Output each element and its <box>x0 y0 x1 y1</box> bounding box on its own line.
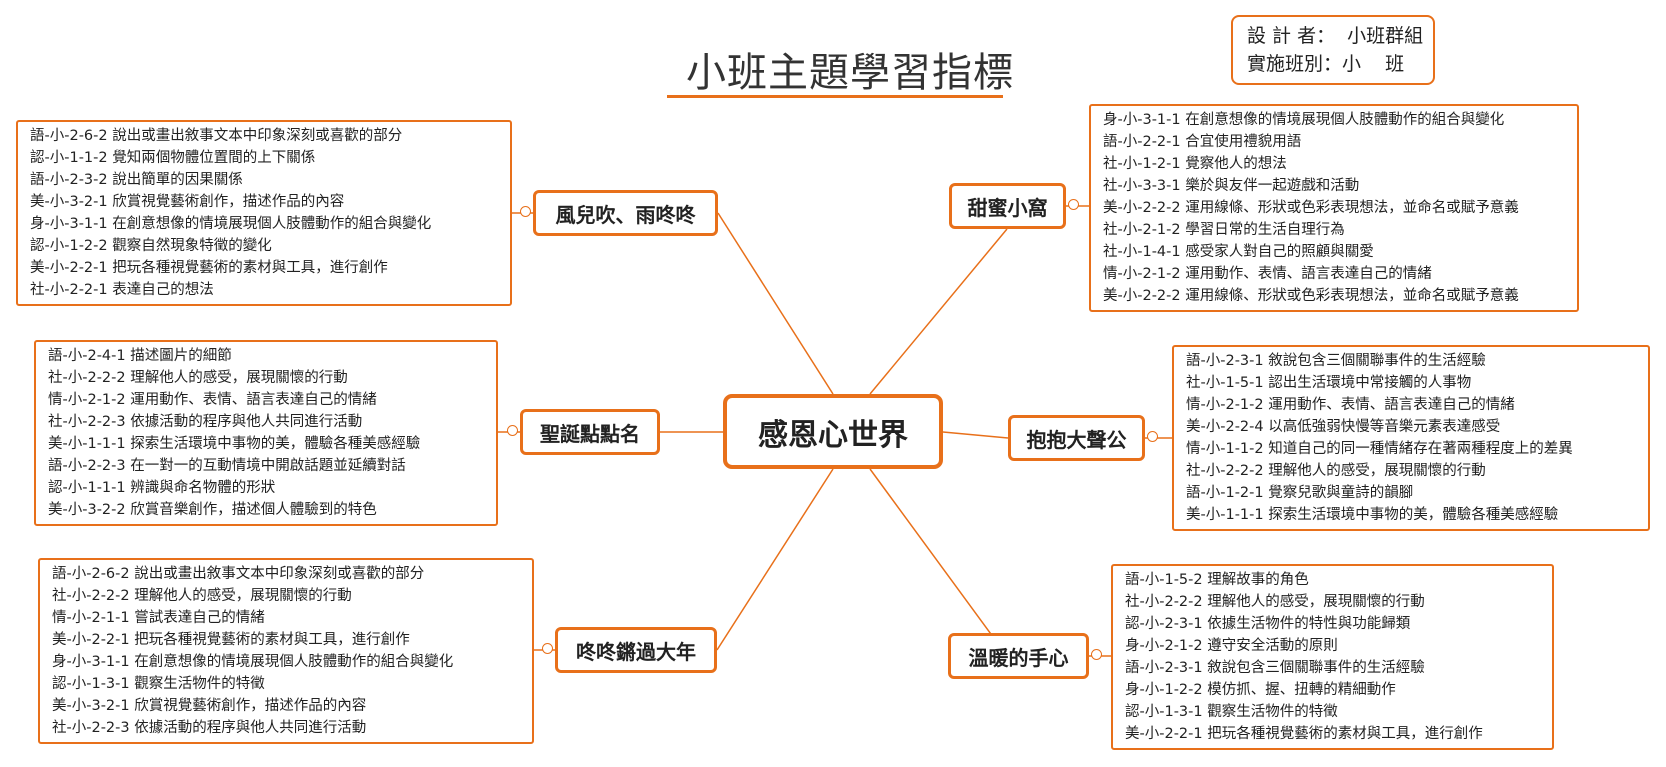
title-underline <box>667 95 1003 98</box>
topic-label: 溫暖的手心 <box>968 645 1069 670</box>
list-item: 社-小-2-2-3 依據活動的程序與他人共同進行活動 <box>48 414 363 430</box>
list-item: 語-小-1-5-2 理解故事的角色 <box>1125 572 1309 588</box>
topic-label: 咚咚鏘過大年 <box>576 639 696 664</box>
list-item: 情-小-2-1-2 運用動作、表情、語言表達自己的情緒 <box>48 392 377 408</box>
topic-label: 抱抱大聲公 <box>1026 427 1127 452</box>
indicator-list-5: 語-小-1-5-2 理解故事的角色 社-小-2-2-2 理解他人的感受，展現關懷… <box>1111 564 1554 750</box>
list-item: 美-小-2-2-4 以高低強弱快慢等音樂元素表達感受 <box>1186 419 1501 435</box>
list-item: 社-小-2-2-2 理解他人的感受，展現關懷的行動 <box>1125 594 1425 610</box>
indicator-list-0: 語-小-2-6-2 說出或畫出敘事文本中印象深刻或喜歡的部分 認-小-1-1-2… <box>16 120 512 306</box>
list-item: 美-小-2-2-2 運用線條、形狀或色彩表現想法，並命名或賦予意義 <box>1103 200 1519 216</box>
collapse-dot-icon[interactable] <box>542 643 553 654</box>
topic-0[interactable]: 風兒吹、雨咚咚 <box>520 190 718 236</box>
list-item: 語-小-2-3-1 敘說包含三個關聯事件的生活經驗 <box>1125 660 1425 676</box>
collapse-dot-icon[interactable] <box>1091 649 1102 660</box>
list-item: 身-小-3-1-1 在創意想像的情境展現個人肢體動作的組合與變化 <box>1103 112 1505 128</box>
list-item: 語-小-2-6-2 說出或畫出敘事文本中印象深刻或喜歡的部分 <box>30 128 403 144</box>
list-item: 語-小-2-4-1 描述圖片的細節 <box>48 348 232 364</box>
topic-label: 聖誕點點名 <box>540 421 640 446</box>
list-item: 語-小-2-2-1 合宜使用禮貌用語 <box>1103 134 1302 150</box>
list-item: 社-小-1-2-1 覺察他人的想法 <box>1103 156 1287 172</box>
list-item: 語-小-2-2-3 在一對一的互動情境中開啟話題並延續對話 <box>48 458 406 474</box>
collapse-dot-icon[interactable] <box>520 206 531 217</box>
list-item: 社-小-2-2-3 依據活動的程序與他人共同進行活動 <box>52 720 367 736</box>
list-item: 認-小-1-1-1 辨識與命名物體的形狀 <box>48 480 276 496</box>
list-item: 美-小-1-1-1 探索生活環境中事物的美，體驗各種美感經驗 <box>1186 507 1559 523</box>
list-item: 社-小-2-2-2 理解他人的感受，展現關懷的行動 <box>52 588 352 604</box>
list-item: 社-小-1-4-1 感受家人對自己的照顧與關愛 <box>1103 244 1374 260</box>
list-item: 認-小-1-3-1 觀察生活物件的特徵 <box>1125 704 1338 720</box>
indicator-list-2: 語-小-2-6-2 說出或畫出敘事文本中印象深刻或喜歡的部分 社-小-2-2-2… <box>38 558 534 744</box>
topic-label: 風兒吹、雨咚咚 <box>555 202 696 227</box>
list-item: 社-小-1-5-1 認出生活環境中常接觸的人事物 <box>1186 375 1472 391</box>
connector-line <box>716 468 834 651</box>
list-item: 語-小-2-3-1 敘說包含三個關聯事件的生活經驗 <box>1186 353 1486 369</box>
list-item: 身-小-3-1-1 在創意想像的情境展現個人肢體動作的組合與變化 <box>30 216 432 232</box>
list-item: 認-小-2-3-1 依據生活物件的特性與功能歸類 <box>1125 616 1411 632</box>
list-item: 美-小-2-2-1 把玩各種視覺藝術的素材與工具，進行創作 <box>52 632 410 648</box>
indicator-list-1: 語-小-2-4-1 描述圖片的細節 社-小-2-2-2 理解他人的感受，展現關懷… <box>34 340 498 526</box>
list-item: 情-小-2-1-1 嘗試表達自己的情緒 <box>52 610 265 626</box>
connector-line <box>942 431 1009 439</box>
list-item: 身-小-1-2-2 模仿抓、握、扭轉的精細動作 <box>1125 682 1396 698</box>
list-item: 語-小-2-6-2 說出或畫出敘事文本中印象深刻或喜歡的部分 <box>52 566 425 582</box>
list-item: 美-小-2-2-2 運用線條、形狀或色彩表現想法，並命名或賦予意義 <box>1103 288 1519 304</box>
list-item: 美-小-1-1-1 探索生活環境中事物的美，體驗各種美感經驗 <box>48 436 421 452</box>
topic-1[interactable]: 聖誕點點名 <box>507 409 660 455</box>
list-item: 語-小-2-3-2 說出簡單的因果關係 <box>30 172 243 188</box>
collapse-dot-icon[interactable] <box>1147 431 1158 442</box>
collapse-dot-icon[interactable] <box>1068 199 1079 210</box>
list-item: 美-小-2-2-1 把玩各種視覺藝術的素材與工具，進行創作 <box>30 260 388 276</box>
list-item: 認-小-1-2-2 觀察自然現象特徵的變化 <box>30 238 272 254</box>
list-item: 美-小-3-2-2 欣賞音樂創作，描述個人體驗到的特色 <box>48 502 377 518</box>
list-item: 身-小-3-1-1 在創意想像的情境展現個人肢體動作的組合與變化 <box>52 654 454 670</box>
topic-4[interactable]: 抱抱大聲公 <box>1008 415 1158 461</box>
list-item: 情-小-2-1-2 運用動作、表情、語言表達自己的情緒 <box>1103 266 1432 282</box>
list-item: 社-小-3-3-1 樂於與友伴一起遊戲和活動 <box>1103 178 1360 194</box>
collapse-dot-icon[interactable] <box>507 425 518 436</box>
list-item: 美-小-3-2-1 欣賞視覺藝術創作，描述作品的內容 <box>30 194 345 210</box>
central-topic[interactable]: 感恩心世界 <box>723 394 943 469</box>
connector-line <box>869 228 1008 395</box>
topic-label: 甜蜜小窩 <box>967 195 1048 220</box>
topic-3[interactable]: 甜蜜小窩 <box>949 183 1079 229</box>
list-item: 社-小-2-1-2 學習日常的生活自理行為 <box>1103 222 1345 238</box>
info-box: 設 計 者： 小班群組 實施班別：小 班 <box>1231 15 1435 85</box>
page-title: 小班主題學習指標 <box>686 50 1014 96</box>
list-item: 社-小-2-2-2 理解他人的感受，展現關懷的行動 <box>48 370 348 386</box>
list-item: 情-小-1-1-2 知道自己的同一種情緒存在著兩種程度上的差異 <box>1186 441 1573 457</box>
connector-line <box>717 212 834 395</box>
list-item: 美-小-3-2-1 欣賞視覺藝術創作，描述作品的內容 <box>52 698 367 714</box>
list-item: 社-小-2-2-2 理解他人的感受，展現關懷的行動 <box>1186 463 1486 479</box>
list-item: 認-小-1-3-1 觀察生活物件的特徵 <box>52 676 265 692</box>
list-item: 身-小-2-1-2 遵守安全活動的原則 <box>1125 638 1338 654</box>
designer-label: 設 計 者： 小班群組 <box>1247 25 1424 47</box>
list-item: 社-小-2-2-1 表達自己的想法 <box>30 282 214 298</box>
topic-2[interactable]: 咚咚鏘過大年 <box>542 627 717 673</box>
class-label: 實施班別：小 班 <box>1247 53 1405 75</box>
list-item: 美-小-2-2-1 把玩各種視覺藝術的素材與工具，進行創作 <box>1125 726 1483 742</box>
list-item: 認-小-1-1-2 覺知兩個物體位置間的上下關係 <box>30 150 316 166</box>
list-item: 語-小-1-2-1 覺察兒歌與童詩的韻腳 <box>1186 485 1414 501</box>
list-item: 情-小-2-1-2 運用動作、表情、語言表達自己的情緒 <box>1186 397 1515 413</box>
indicator-list-3: 身-小-3-1-1 在創意想像的情境展現個人肢體動作的組合與變化 語-小-2-2… <box>1089 104 1579 312</box>
indicator-list-4: 語-小-2-3-1 敘說包含三個關聯事件的生活經驗 社-小-1-5-1 認出生活… <box>1172 345 1650 531</box>
connector-line <box>869 468 1008 657</box>
topic-5[interactable]: 溫暖的手心 <box>948 633 1102 679</box>
